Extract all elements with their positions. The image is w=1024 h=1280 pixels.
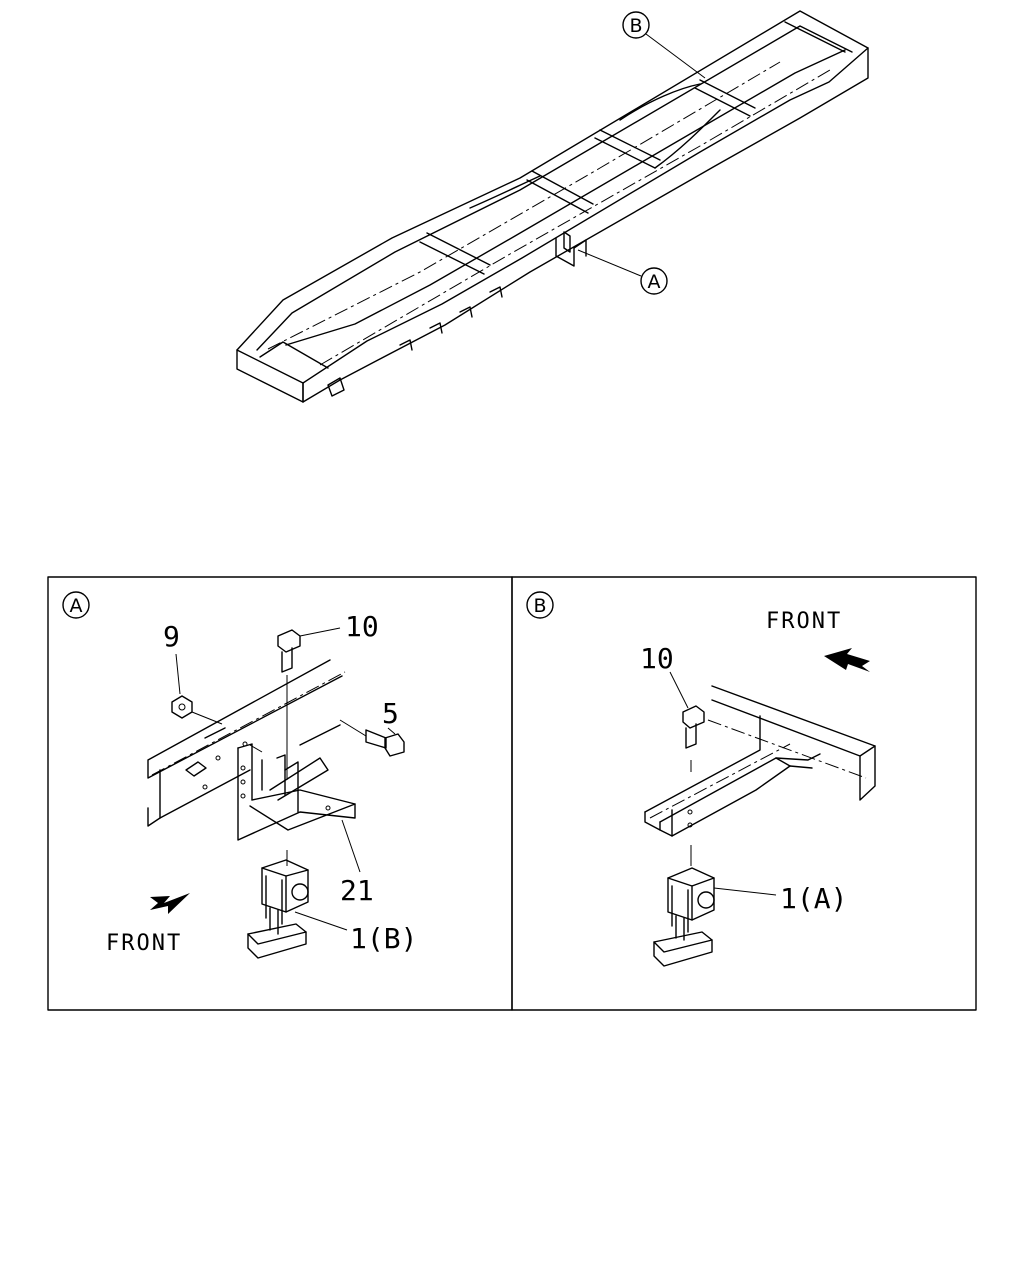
part-10-label-b: 10 [640,642,674,675]
front-arrow-b-icon [824,648,870,672]
part-10-label: 10 [345,610,379,643]
detail-b: B [526,591,876,967]
chassis-frame [236,10,869,403]
callout-b: B [622,11,706,79]
callout-b-label: B [629,15,642,37]
front-arrow-a-icon [150,893,190,914]
front-label-b: FRONT [766,609,842,634]
part-1b-label: 1(B) [350,922,417,955]
front-label-a: FRONT [106,931,182,956]
part-5-label: 5 [382,697,399,730]
callout-a-label: A [648,271,661,293]
detail-b-tag: B [533,595,546,617]
callout-a: A [577,249,668,295]
detail-a: A [62,591,405,959]
part-21-label: 21 [340,874,374,907]
detail-a-tag: A [70,595,83,617]
detail-b-frame [511,576,977,1011]
part-9-label: 9 [163,620,180,653]
part-1a-label: 1(A) [780,882,847,915]
